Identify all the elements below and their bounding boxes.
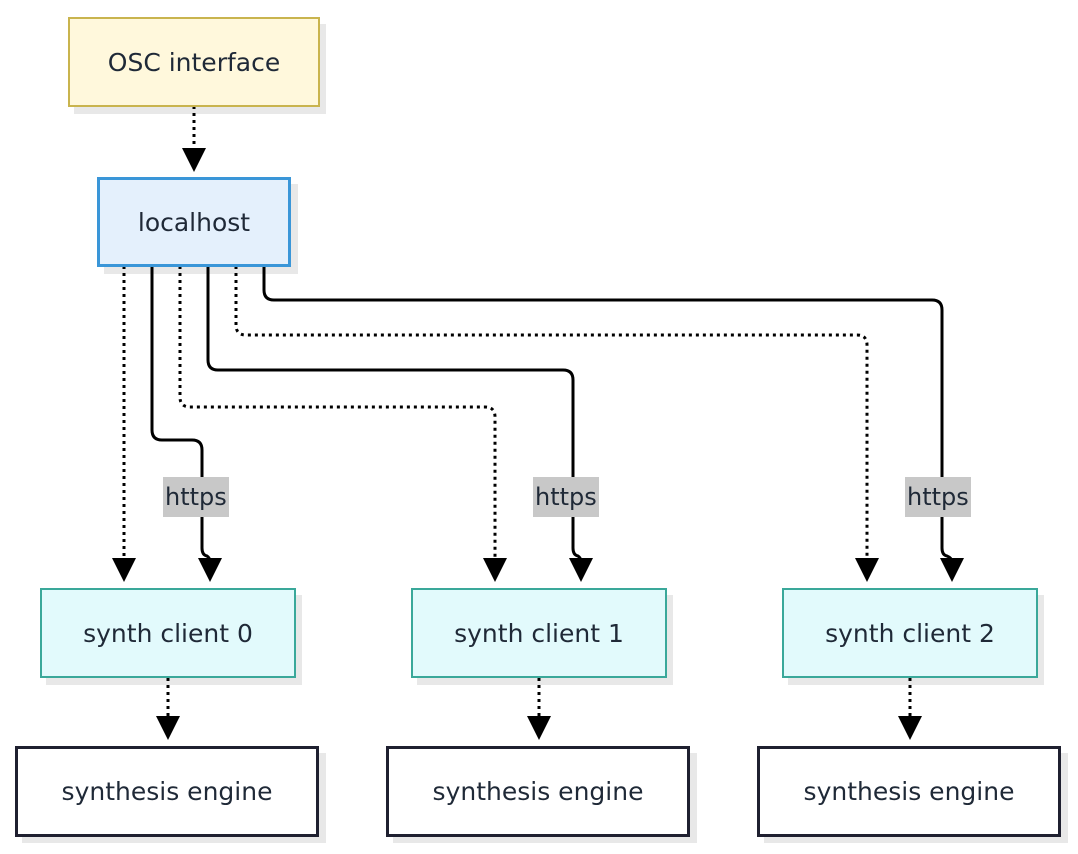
node-synth-client-2-label: synth client 2 [825, 618, 995, 648]
edge-localhost-client2-dotted [234, 266, 879, 582]
edge-localhost-client2-https [262, 266, 964, 582]
node-synth-client-0: synth client 0 [40, 588, 296, 678]
node-synthesis-engine-2: synthesis engine [757, 746, 1061, 837]
node-synthesis-engine-2-label: synthesis engine [803, 777, 1015, 806]
node-synth-client-1-label: synth client 1 [454, 618, 624, 648]
edge-label-https-1: https [533, 477, 599, 517]
edge-label-https-0: https [163, 477, 229, 517]
edge-localhost-client1-https [206, 266, 593, 582]
node-osc-interface: OSC interface [68, 17, 320, 107]
node-synthesis-engine-0: synthesis engine [15, 746, 319, 837]
edge-localhost-client1-dotted [178, 266, 507, 582]
edge-label-https-2: https [905, 477, 971, 517]
node-synth-client-2: synth client 2 [782, 588, 1038, 678]
edge-localhost-client0-https [150, 266, 222, 582]
node-osc-interface-label: OSC interface [107, 47, 281, 77]
node-synthesis-engine-1: synthesis engine [386, 746, 690, 837]
node-localhost-label: localhost [137, 207, 251, 237]
node-synth-client-1: synth client 1 [411, 588, 667, 678]
node-synthesis-engine-1-label: synthesis engine [432, 777, 644, 806]
node-localhost: localhost [97, 177, 291, 267]
node-synth-client-0-label: synth client 0 [83, 618, 253, 648]
node-synthesis-engine-0-label: synthesis engine [61, 777, 273, 806]
